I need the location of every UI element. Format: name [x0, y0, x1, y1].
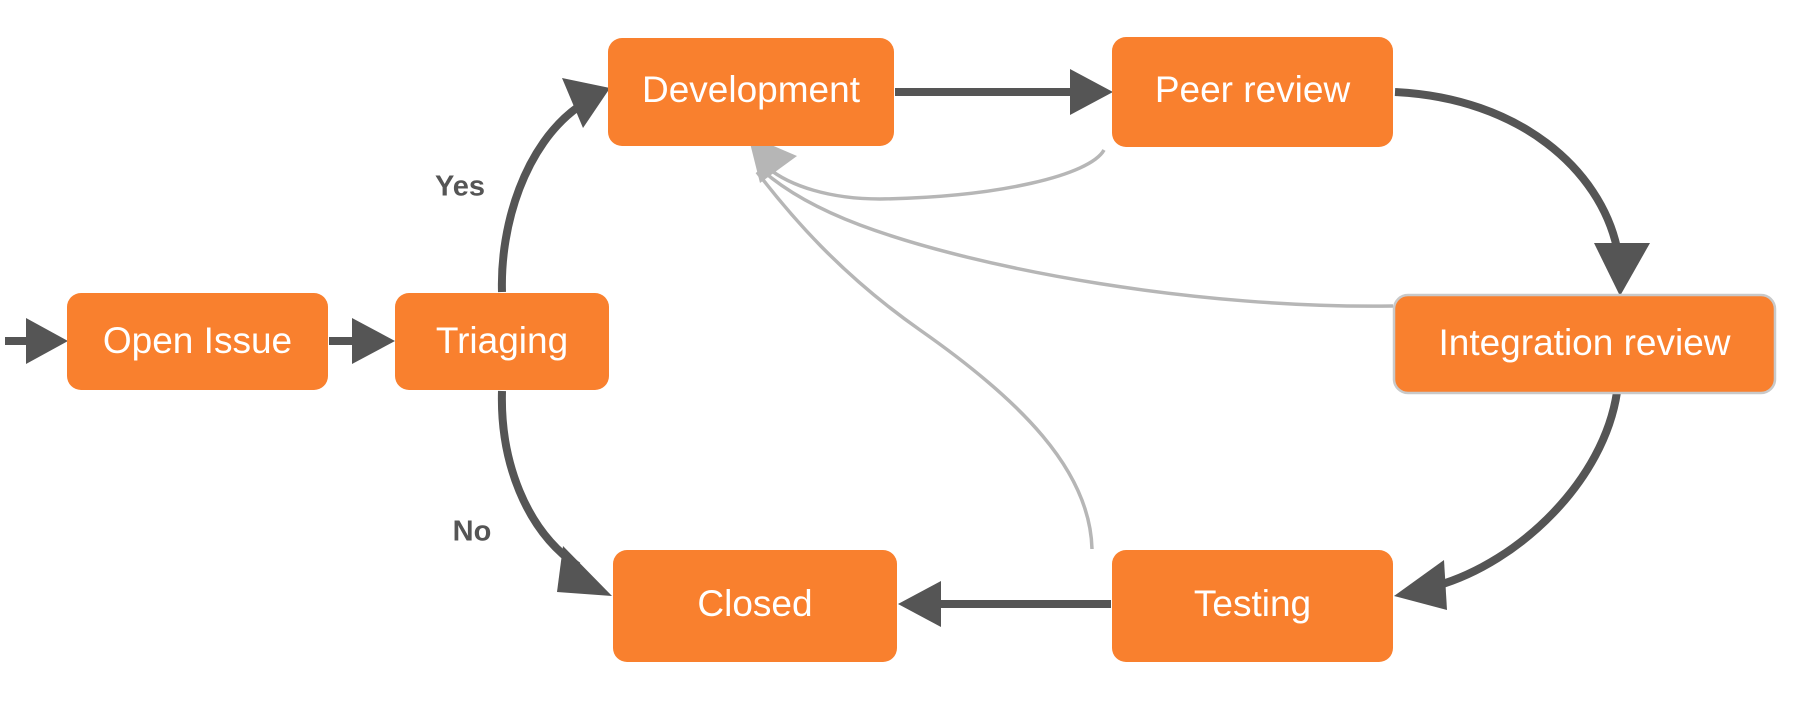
edge-peer-review-to-development	[766, 149, 1106, 201]
edge-integration-to-development	[760, 168, 1394, 308]
node-triaging[interactable]: Triaging	[395, 293, 609, 390]
node-testing[interactable]: Testing	[1112, 550, 1393, 662]
edge-testing-to-closed	[898, 581, 1111, 627]
edge-triaging-to-development-yes	[497, 78, 610, 293]
node-peer-review[interactable]: Peer review	[1112, 37, 1393, 147]
node-closed-rect[interactable]	[613, 550, 897, 662]
node-open-issue-rect[interactable]	[67, 293, 328, 390]
node-open-issue[interactable]: Open Issue	[67, 293, 328, 390]
edge-development-to-peer-review	[895, 69, 1113, 115]
edge-label-no: No	[453, 516, 492, 548]
edge-label-yes: Yes	[435, 171, 485, 203]
edge-integration-to-testing	[1394, 391, 1621, 610]
edge-testing-to-development	[755, 170, 1094, 550]
node-closed[interactable]: Closed	[613, 550, 897, 662]
node-development[interactable]: Development	[608, 38, 894, 146]
node-development-rect[interactable]	[608, 38, 894, 146]
node-integration-review[interactable]: Integration review	[1392, 293, 1777, 395]
edge-start-to-open-issue	[5, 318, 68, 364]
node-integration-review-rect[interactable]	[1392, 293, 1777, 395]
node-triaging-rect[interactable]	[395, 293, 609, 390]
edge-open-issue-to-triaging	[329, 318, 395, 364]
edge-peer-review-to-integration	[1394, 88, 1650, 296]
node-testing-rect[interactable]	[1112, 550, 1393, 662]
edge-triaging-to-closed-no	[497, 390, 612, 596]
node-peer-review-rect[interactable]	[1112, 37, 1393, 147]
light-arrowhead-development	[748, 135, 797, 183]
